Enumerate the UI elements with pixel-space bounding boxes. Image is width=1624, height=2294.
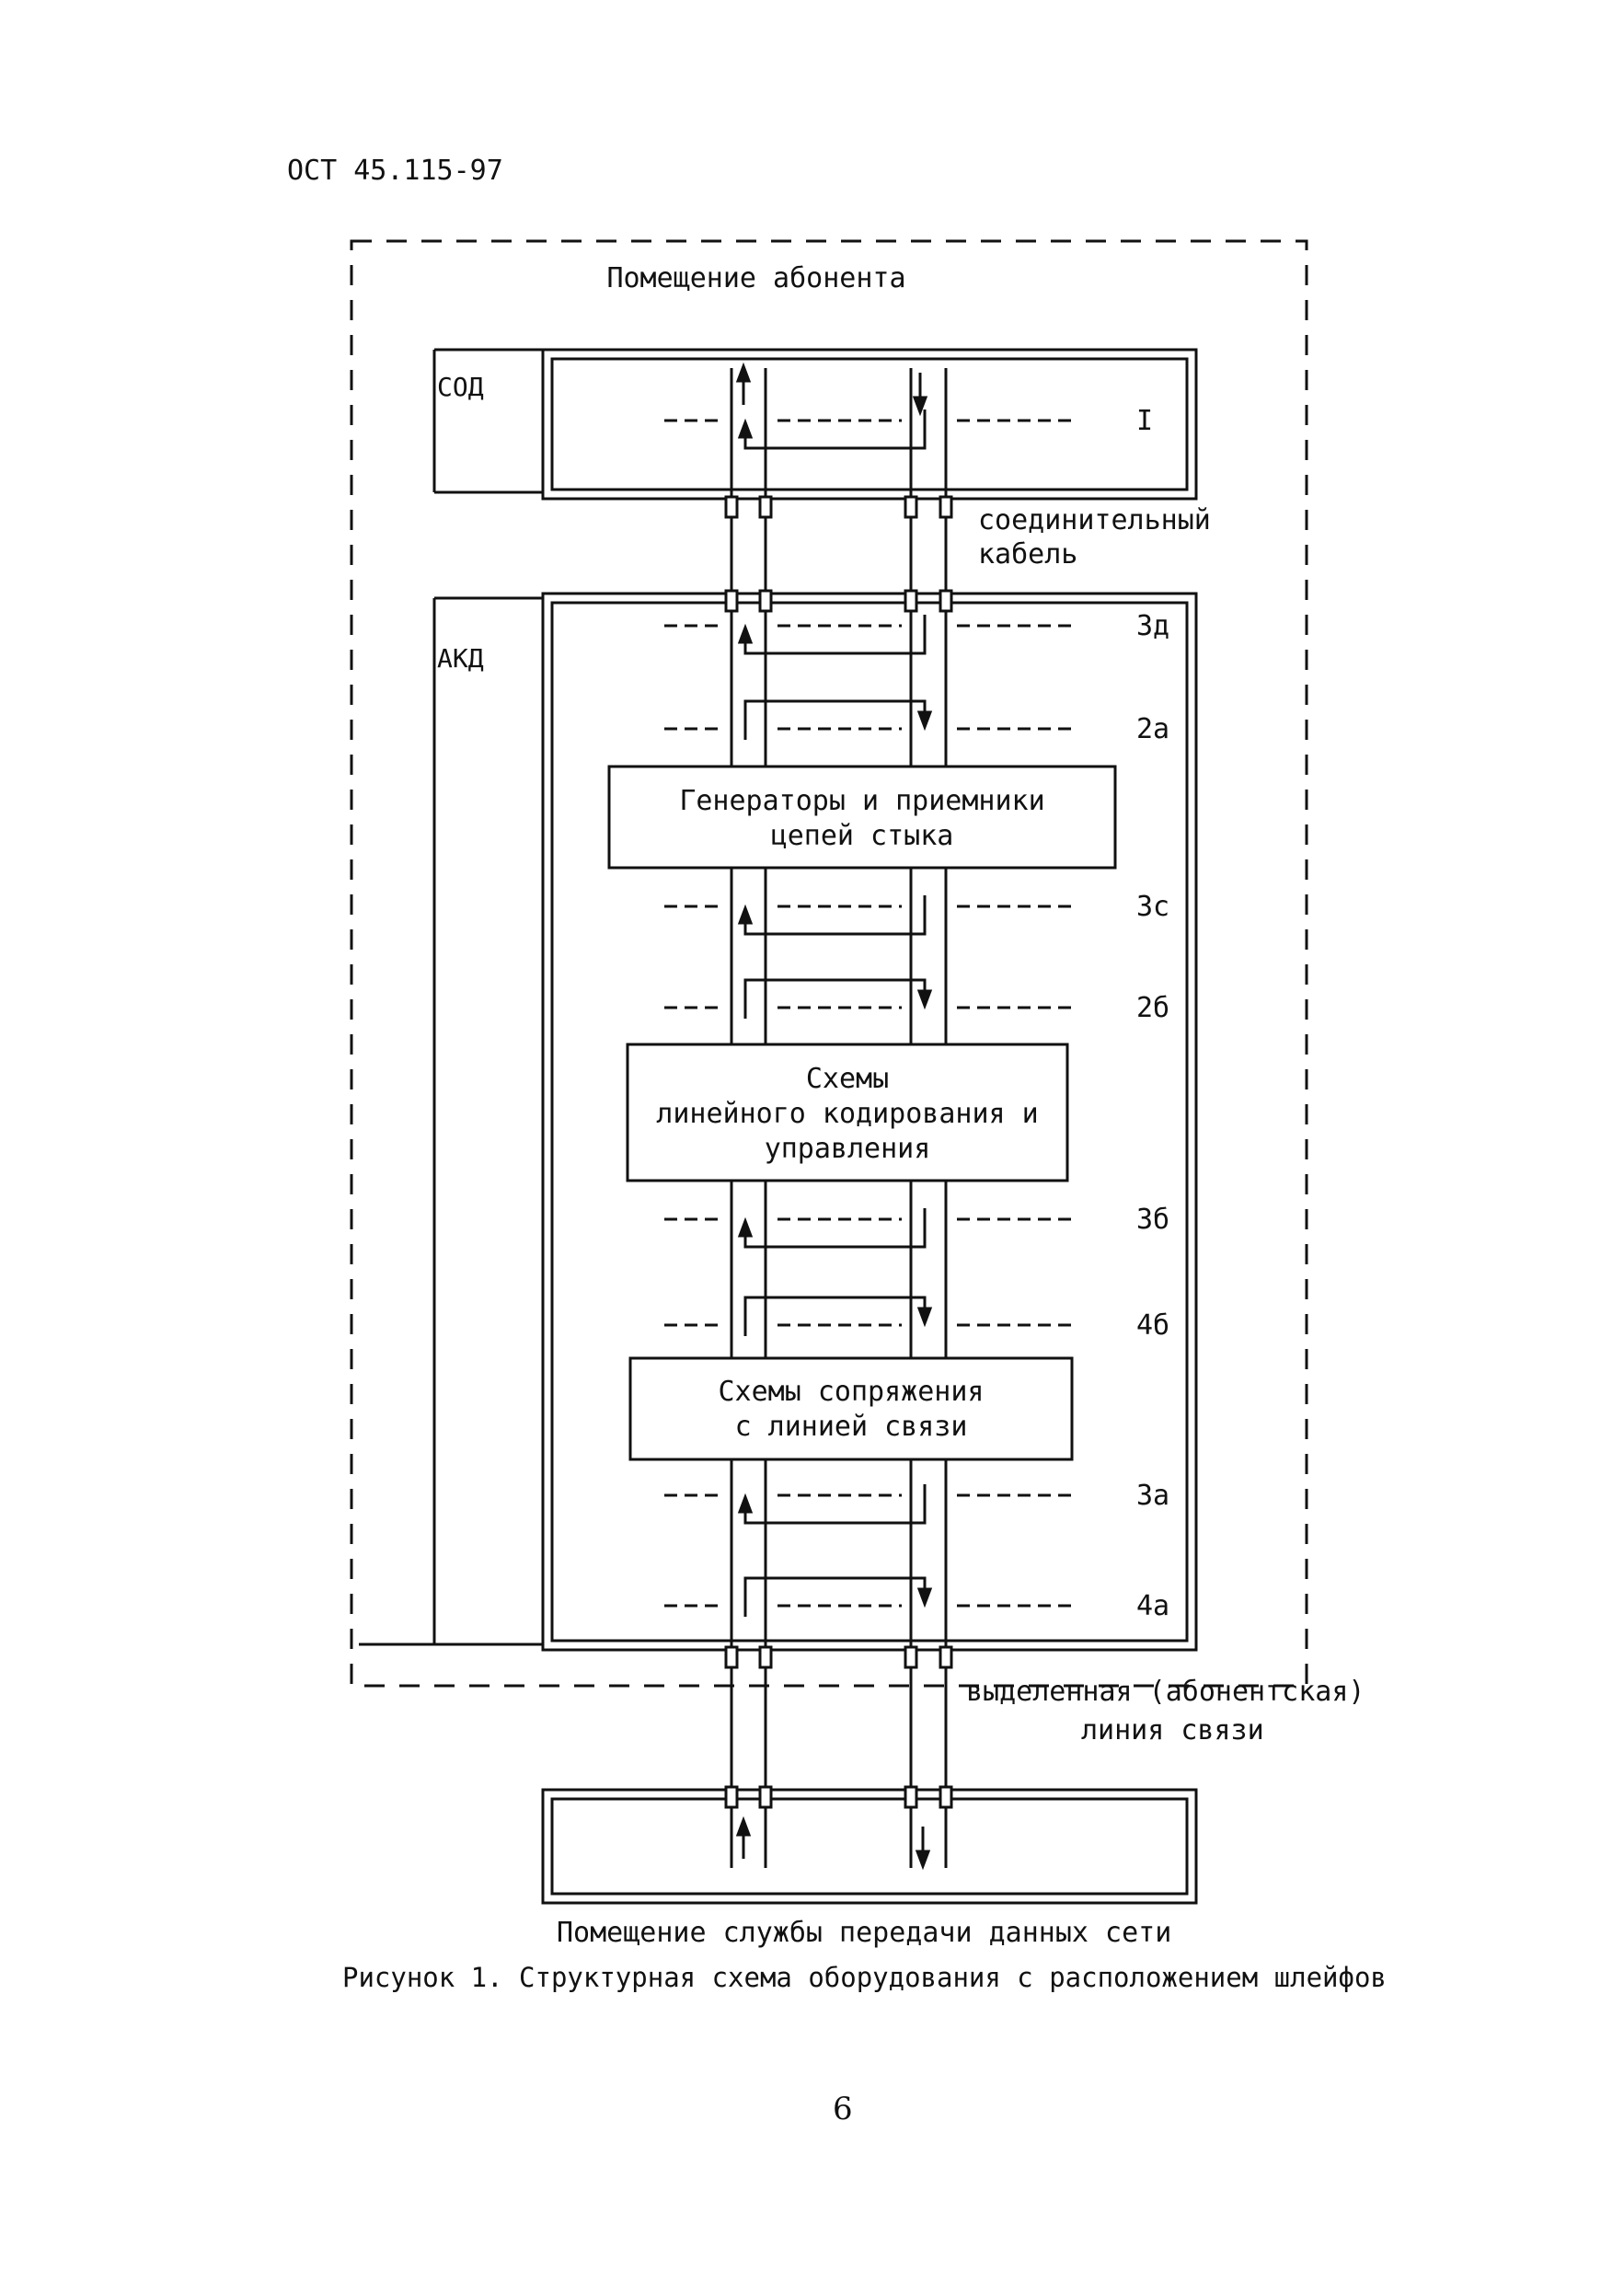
- loop-label: 4б: [1136, 1309, 1169, 1342]
- document-header: ОСТ 45.115-97: [287, 155, 503, 187]
- block-interface-generators-line-1: Генераторы и приемники: [679, 785, 1044, 817]
- endpoint-arrows: [735, 362, 931, 1871]
- block-line-interface-line-1: Схемы сопряжения: [719, 1376, 985, 1408]
- loop-back-arrow: [743, 978, 933, 1019]
- subscriber-premises-boundary: [350, 239, 1308, 1688]
- network-room-label: Помещение службы передачи данных сети: [557, 1917, 1171, 1949]
- akd-equipment-box: [541, 592, 1198, 1652]
- dedicated-line-label-1: выделенная (абонентская): [966, 1676, 1365, 1708]
- loop-back-arrow: [737, 895, 927, 936]
- loop-label: 3с: [1136, 891, 1169, 923]
- loop-label: 3а: [1136, 1480, 1169, 1512]
- akd-label: АКД: [437, 643, 484, 674]
- loop-level-7: 4б: [664, 1296, 1169, 1342]
- loop-back-arrow: [743, 1576, 933, 1617]
- akd-bracket: [359, 596, 543, 1646]
- loop-level-2: 3д: [664, 610, 1169, 655]
- page-number: 6: [833, 2091, 853, 2127]
- loop-back-arrow: [737, 409, 927, 450]
- connecting-cable-label-2: кабель: [978, 538, 1077, 571]
- loop-label: 2а: [1136, 713, 1169, 745]
- loop-back-arrow: [737, 615, 927, 655]
- loop-level-3: 2а: [664, 699, 1169, 745]
- dedicated-line-label-2: линия связи: [1081, 1714, 1264, 1746]
- block-interface-generators-line-2: цепей стыка: [771, 820, 954, 852]
- loop-back-arrow: [737, 1484, 927, 1525]
- connecting-cable-label-1: соединительный: [978, 504, 1211, 536]
- figure-caption: Рисунок 1. Структурная схема оборудовани…: [342, 1962, 1387, 1993]
- loop-level-9: 4а: [664, 1576, 1169, 1622]
- loop-level-8: 3а: [664, 1480, 1169, 1525]
- loop-back-arrow: [737, 1208, 927, 1249]
- block-line-interface-line-2: с линией связи: [735, 1411, 968, 1443]
- loop-back-arrow: [743, 1296, 933, 1336]
- loop-back-arrow: [743, 699, 933, 740]
- loop-level-4: 3с: [664, 891, 1169, 936]
- loop-label: 3б: [1136, 1204, 1169, 1236]
- loop-label: I: [1136, 405, 1153, 437]
- block-interface-generators: Генераторы и приемники цепей стыка: [607, 765, 1117, 870]
- block-line-interface: Схемы сопряжения с линией связи: [628, 1356, 1074, 1461]
- loop-label: 2б: [1136, 992, 1169, 1024]
- loop-level-1: I: [664, 405, 1153, 450]
- block-line-coding-line-1: Схемы: [806, 1063, 889, 1095]
- sod-equipment-box: [541, 348, 1198, 501]
- loop-label: 4а: [1136, 1590, 1169, 1622]
- block-line-coding-line-2: линейного кодирования и: [656, 1098, 1038, 1130]
- loop-levels: I 3д 2а 3с 2б 3б 4б 3а 4а: [664, 405, 1169, 1622]
- loop-level-6: 3б: [664, 1204, 1169, 1249]
- block-line-coding: Схемы линейного кодирования и управления: [626, 1043, 1069, 1182]
- network-room-box: [541, 1788, 1198, 1905]
- block-line-coding-line-3: управления: [765, 1133, 931, 1165]
- loop-label: 3д: [1136, 610, 1169, 642]
- subscriber-premises-label: Помещение абонента: [606, 262, 905, 294]
- sod-bracket: [432, 348, 543, 494]
- connectors: [724, 495, 953, 1809]
- loop-level-5: 2б: [664, 978, 1169, 1024]
- sod-label: СОД: [437, 372, 484, 402]
